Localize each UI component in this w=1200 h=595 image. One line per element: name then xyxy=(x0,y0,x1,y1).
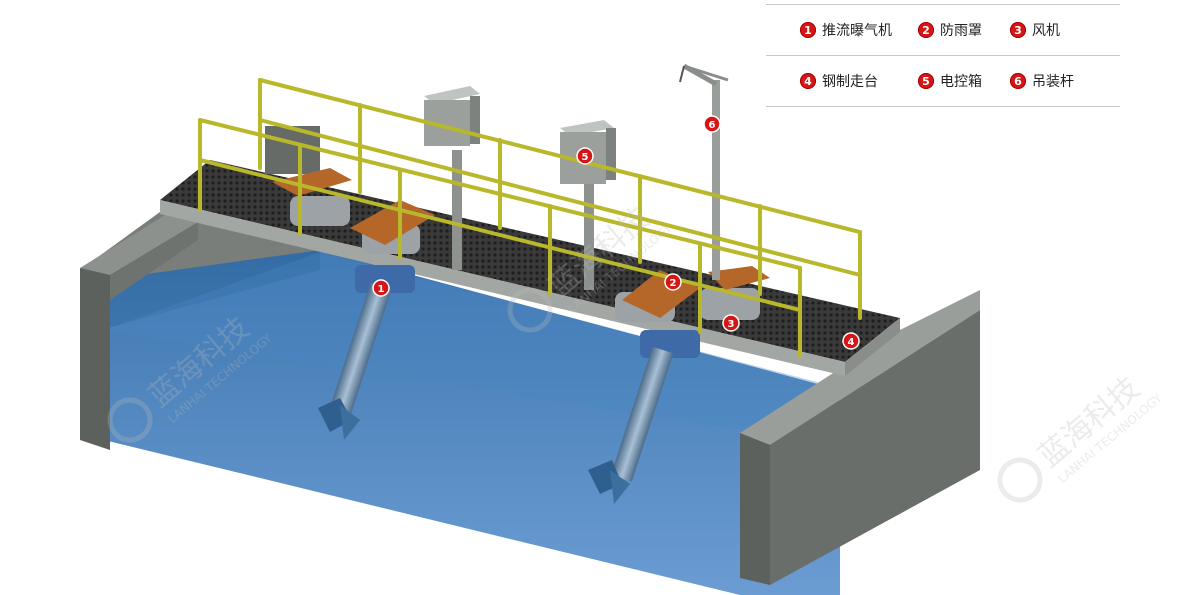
rain-cover-4 xyxy=(708,266,770,290)
callout-1-label: 1 xyxy=(378,284,385,295)
legend-item-lifting-pole: 6 吊装杆 xyxy=(1010,71,1074,91)
legend-number-badge: 6 xyxy=(1010,73,1026,89)
legend-item-control-box: 5 电控箱 xyxy=(918,71,1010,91)
motor-1 xyxy=(290,196,350,226)
callout-5: 5 xyxy=(576,147,594,165)
legend-label: 防雨罩 xyxy=(940,23,982,39)
aerator-2 xyxy=(588,330,700,504)
legend-label: 推流曝气机 xyxy=(822,23,892,39)
legend-label: 吊装杆 xyxy=(1032,74,1074,90)
legend-label: 钢制走台 xyxy=(822,74,878,90)
watermark-3: 蓝海科技 LANHAI TECHNOLOGY xyxy=(997,371,1165,503)
rain-cover-2 xyxy=(350,200,435,245)
tank-left-wall-side xyxy=(110,222,198,300)
callout-6: 6 xyxy=(703,115,721,133)
callout-4-label: 4 xyxy=(848,337,855,348)
watermark-logo-icon xyxy=(997,457,1043,503)
watermark-logo-icon xyxy=(107,397,153,443)
legend-number-badge: 1 xyxy=(800,22,816,38)
callout-3-label: 3 xyxy=(728,319,735,330)
legend-row-2: 4 钢制走台 5 电控箱 6 吊装杆 xyxy=(766,55,1120,107)
rain-cover-1 xyxy=(272,168,352,196)
tank-right-wall-front xyxy=(740,433,770,585)
watermark-logo-icon xyxy=(507,287,553,333)
walkway-railing xyxy=(198,78,862,358)
legend-number-badge: 5 xyxy=(918,73,934,89)
callout-2-label: 2 xyxy=(670,278,677,289)
steel-walkway-end xyxy=(845,318,900,376)
legend-number-badge: 4 xyxy=(800,73,816,89)
tank-water xyxy=(104,250,840,595)
tank-left-wall-top xyxy=(80,215,198,275)
legend-number-badge: 3 xyxy=(1010,22,1026,38)
legend-number-badge: 2 xyxy=(918,22,934,38)
callout-6-label: 6 xyxy=(709,120,716,131)
legend-item-blower: 3 风机 xyxy=(1010,20,1060,40)
legend-item-rain-cover: 2 防雨罩 xyxy=(918,20,1010,40)
tank-right-wall-side xyxy=(770,310,980,585)
callout-4: 4 xyxy=(842,332,860,350)
legend-item-aerator: 1 推流曝气机 xyxy=(800,20,918,40)
legend-row-1: 1 推流曝气机 2 防雨罩 3 风机 xyxy=(766,4,1120,55)
callout-2: 2 xyxy=(664,273,682,291)
legend-label: 风机 xyxy=(1032,23,1060,39)
lifting-pole xyxy=(679,63,729,280)
legend-label: 电控箱 xyxy=(940,74,982,90)
legend-item-walkway: 4 钢制走台 xyxy=(800,71,918,91)
tank-left-wall-front xyxy=(80,268,110,450)
legend: 1 推流曝气机 2 防雨罩 3 风机 4 钢制走台 5 电控箱 6 吊装杆 xyxy=(766,4,1120,107)
callout-1: 1 xyxy=(372,279,390,297)
tank-right-wall-top xyxy=(740,290,980,445)
callout-5-label: 5 xyxy=(582,152,589,163)
callout-3: 3 xyxy=(722,314,740,332)
aerator-1 xyxy=(318,265,415,440)
